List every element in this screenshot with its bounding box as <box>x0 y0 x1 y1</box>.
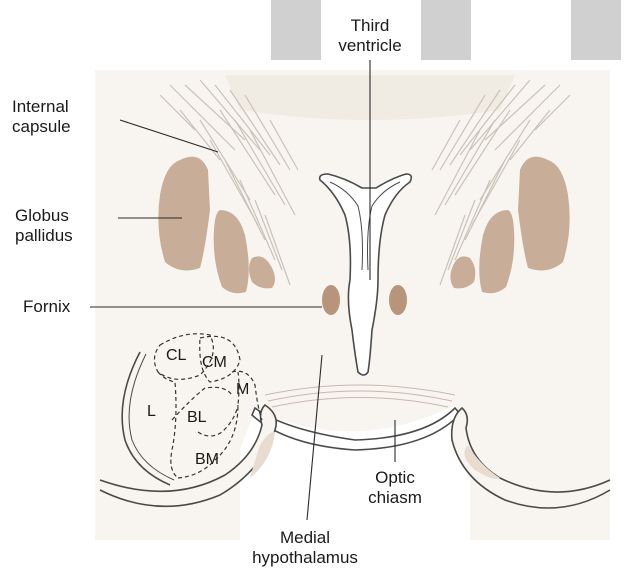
region-label-bm: BM <box>195 450 219 470</box>
top-bar-left <box>271 0 321 60</box>
region-label-l: L <box>147 402 156 422</box>
label-internal-capsule: Internal capsule <box>12 97 71 137</box>
region-label-cl: CL <box>166 346 186 366</box>
label-third-ventricle: Third ventricle <box>325 16 415 56</box>
label-optic-chiasm: Optic chiasm <box>360 468 430 508</box>
label-third-ventricle-line2: ventricle <box>325 36 415 56</box>
label-medial-hypothalamus-line2: hypothalamus <box>225 548 385 568</box>
label-third-ventricle-line1: Third <box>325 16 415 36</box>
label-globus-pallidus-line1: Globus <box>15 206 73 226</box>
label-medial-hypothalamus: Medial hypothalamus <box>225 528 385 568</box>
label-globus-pallidus-line2: pallidus <box>15 226 73 246</box>
fornix-left <box>322 285 340 315</box>
label-internal-capsule-line2: capsule <box>12 117 71 137</box>
region-label-cm: CM <box>202 353 227 373</box>
region-label-m: M <box>236 380 249 400</box>
label-optic-chiasm-line1: Optic <box>360 468 430 488</box>
fornix-right <box>389 285 407 315</box>
label-optic-chiasm-line2: chiasm <box>360 488 430 508</box>
label-internal-capsule-line1: Internal <box>12 97 71 117</box>
label-globus-pallidus: Globus pallidus <box>15 206 73 246</box>
label-fornix: Fornix <box>23 297 70 317</box>
top-bar-right <box>571 0 621 60</box>
label-medial-hypothalamus-line1: Medial <box>225 528 385 548</box>
region-label-bl: BL <box>187 408 207 428</box>
top-bar-middle <box>421 0 471 60</box>
